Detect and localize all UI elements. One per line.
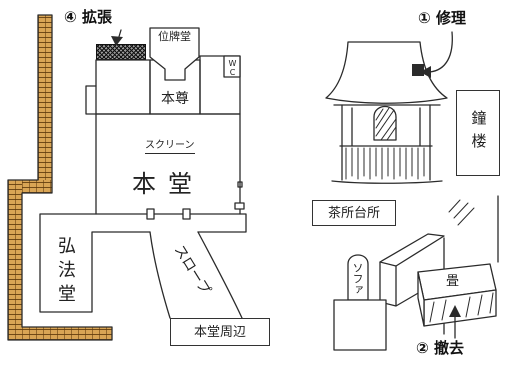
hondo-label: 本堂 [132, 170, 204, 198]
bell-tower-roof [325, 41, 448, 104]
wc-outline [223, 55, 241, 78]
side-step [85, 85, 97, 115]
expansion-label: 拡張 [81, 8, 112, 26]
bell-tower-ground [331, 180, 443, 184]
tea-room [333, 195, 499, 351]
tatami-side [417, 271, 425, 327]
screen-label: スクリーン [145, 141, 195, 154]
sofa-back [347, 254, 369, 301]
tea-room-caption: 茶所台所 [312, 200, 396, 226]
bell-tower-body [339, 104, 433, 181]
kobodo-outline [39, 213, 151, 313]
door-mark [182, 208, 191, 220]
repair-label: 修理 [435, 9, 466, 27]
sofa-base [333, 299, 387, 351]
removal-arrow-head [449, 305, 461, 317]
brick-wall-segment [38, 15, 52, 193]
slope-left-edge [149, 231, 171, 319]
hondo-area-caption: 本堂周辺 [170, 318, 270, 346]
repair-number: ① [418, 9, 431, 27]
removal-label: 撤去 [433, 339, 464, 357]
bell-tower-skirt [345, 147, 425, 180]
expansion-number: ④ [64, 8, 77, 26]
brick-wall-segment [8, 327, 112, 340]
repair-arrow [429, 31, 453, 73]
wc-label: WC [228, 59, 237, 77]
east-passage [197, 213, 247, 233]
door-mark [234, 202, 245, 210]
tatami-hatch [429, 292, 494, 323]
window-hatch [448, 199, 475, 226]
repair-target [412, 64, 424, 76]
sofa-label: ソファ [351, 262, 364, 295]
ihaido-outline [149, 27, 200, 81]
door-mark [146, 208, 155, 220]
removal-number: ② [416, 339, 429, 357]
bell-tower-caption: 鐘楼 [456, 90, 500, 176]
wall-mark [237, 181, 243, 188]
repair-marker: ① 修理 [418, 11, 466, 26]
hondo-hall-outline [95, 113, 241, 215]
expansion-marker: ④ 拡張 [64, 10, 112, 25]
brick-wall-segment [8, 180, 22, 340]
expansion-arrow-head [111, 36, 123, 46]
slope-right-edge [197, 231, 243, 319]
ihaido-label: 位牌堂 [158, 30, 191, 43]
tatami-label: 畳 [446, 274, 460, 289]
honzon-label: 本尊 [161, 91, 189, 107]
brick-wall-outline [7, 14, 113, 341]
bell-tower [325, 31, 453, 184]
window-hatch [375, 107, 397, 141]
upper-left-block [95, 59, 151, 115]
counter-sketch [379, 233, 445, 267]
removal-marker: ② 撤去 [416, 341, 464, 356]
floor-plan [39, 27, 247, 319]
bell-tower-window [373, 105, 397, 141]
kobodo-label: 弘法堂 [55, 236, 76, 308]
